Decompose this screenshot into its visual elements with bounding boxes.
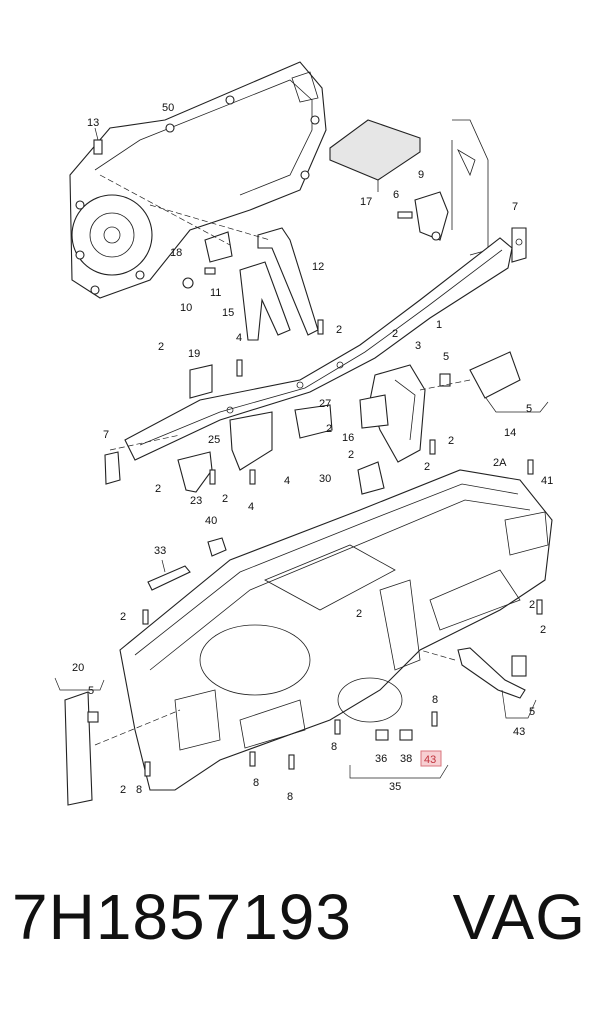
callout-8-a: 8 xyxy=(432,694,438,706)
callout-14: 14 xyxy=(504,427,516,439)
part-23-bracket xyxy=(177,451,213,493)
assembly-dashed-lines xyxy=(94,174,471,746)
footer: 7H1857193 VAG xyxy=(0,885,600,995)
callout-2-l: 2 xyxy=(356,608,362,620)
callout-19: 19 xyxy=(188,348,200,360)
callout-27: 27 xyxy=(319,398,331,410)
callout-5-b: 5 xyxy=(526,403,532,415)
callout-6: 6 xyxy=(393,189,399,201)
callout-5-c: 5 xyxy=(88,685,94,697)
callout-10: 10 xyxy=(180,302,192,314)
brand-name: VAG xyxy=(452,881,586,953)
part-40-clip xyxy=(207,537,227,557)
part-1-cross-member xyxy=(124,237,513,461)
screws xyxy=(142,319,543,777)
part-13-screw xyxy=(93,127,103,155)
callout-2-j: 2 xyxy=(120,611,126,623)
part-number: 7H1857193 xyxy=(12,881,352,953)
callout-2-m: 2 xyxy=(120,784,126,796)
part-11-bolt xyxy=(204,267,216,275)
callout-8-e: 8 xyxy=(287,791,293,803)
callout-30: 30 xyxy=(319,473,331,485)
callout-18: 18 xyxy=(170,247,182,259)
part-30-bracket xyxy=(357,461,385,495)
callout-5-d: 5 xyxy=(529,706,535,718)
callout-50: 50 xyxy=(162,102,174,114)
part-25-bracket xyxy=(229,411,273,471)
callout-2-f: 2 xyxy=(348,449,354,461)
part-10-nut xyxy=(182,277,194,289)
callout-8-b: 8 xyxy=(331,741,337,753)
callout-12: 12 xyxy=(312,261,324,273)
part-18-bracket xyxy=(204,231,233,263)
callout-16: 16 xyxy=(342,432,354,444)
callout-2-b: 2 xyxy=(392,328,398,340)
part-12-brace xyxy=(257,227,319,336)
part-7-left-bracket xyxy=(104,451,121,485)
part-19-bracket xyxy=(189,364,213,399)
callout-38: 38 xyxy=(400,753,412,765)
callout-43-a: 43 xyxy=(513,726,525,738)
callout-8-c: 8 xyxy=(136,784,142,796)
part-43-bracket xyxy=(457,647,527,699)
callout-2-h: 2 xyxy=(155,483,161,495)
callout-25: 25 xyxy=(208,434,220,446)
callout-41: 41 xyxy=(541,475,553,487)
callout-13: 13 xyxy=(87,117,99,129)
callout-8-d: 8 xyxy=(253,777,259,789)
part-38-clip xyxy=(399,729,413,741)
part-14-bracket-group xyxy=(439,351,521,399)
callout-2-c: 2 xyxy=(158,341,164,353)
a-pillar-outline xyxy=(451,119,489,256)
callout-17: 17 xyxy=(360,196,372,208)
callout-4-a: 4 xyxy=(236,332,242,344)
callout-5-a: 5 xyxy=(443,351,449,363)
part-9-bracket xyxy=(397,191,449,241)
part-50-insulation-panel xyxy=(69,61,327,299)
part-15-support xyxy=(239,261,291,341)
part-7-right-bracket xyxy=(511,227,527,263)
callout-35: 35 xyxy=(389,781,401,793)
callout-33: 33 xyxy=(154,545,166,557)
callout-2-i: 2 xyxy=(222,493,228,505)
callout-36: 36 xyxy=(375,753,387,765)
callout-9: 9 xyxy=(418,169,424,181)
group-brackets xyxy=(54,397,549,779)
callout-20: 20 xyxy=(72,662,84,674)
callout-7-right: 7 xyxy=(512,201,518,213)
callout-2-k: 2 xyxy=(540,624,546,636)
exploded-parts-diagram: 50 13 17 9 6 7 18 12 11 10 15 1 2 2 2 19… xyxy=(54,61,553,806)
callout-2-g: 2 xyxy=(424,461,430,473)
callout-3: 3 xyxy=(415,340,421,352)
callout-43-b: 43 xyxy=(424,754,436,766)
callout-7-left: 7 xyxy=(103,429,109,441)
callout-15: 15 xyxy=(222,307,234,319)
part-36-clip xyxy=(375,729,389,741)
part-17-pad xyxy=(329,119,421,192)
callout-40: 40 xyxy=(205,515,217,527)
part-16-bracket xyxy=(359,394,389,429)
callout-2-d: 2 xyxy=(448,435,454,447)
part-20-side-bracket xyxy=(64,691,99,806)
callout-1: 1 xyxy=(436,319,442,331)
callout-2-e: 2 xyxy=(326,423,332,435)
callout-2-a: 2 xyxy=(336,324,342,336)
part-33-bracket xyxy=(147,559,191,591)
callout-4-c: 4 xyxy=(248,501,254,513)
part-43-highlight xyxy=(420,750,442,767)
callout-11: 11 xyxy=(210,287,221,299)
callout-4-b: 4 xyxy=(284,475,290,487)
callout-2A: 2A xyxy=(493,457,507,469)
dashboard-assembly xyxy=(119,469,553,791)
part-27-bracket xyxy=(294,404,333,439)
callout-23: 23 xyxy=(190,495,202,507)
callout-2-n: 2 xyxy=(529,599,535,611)
